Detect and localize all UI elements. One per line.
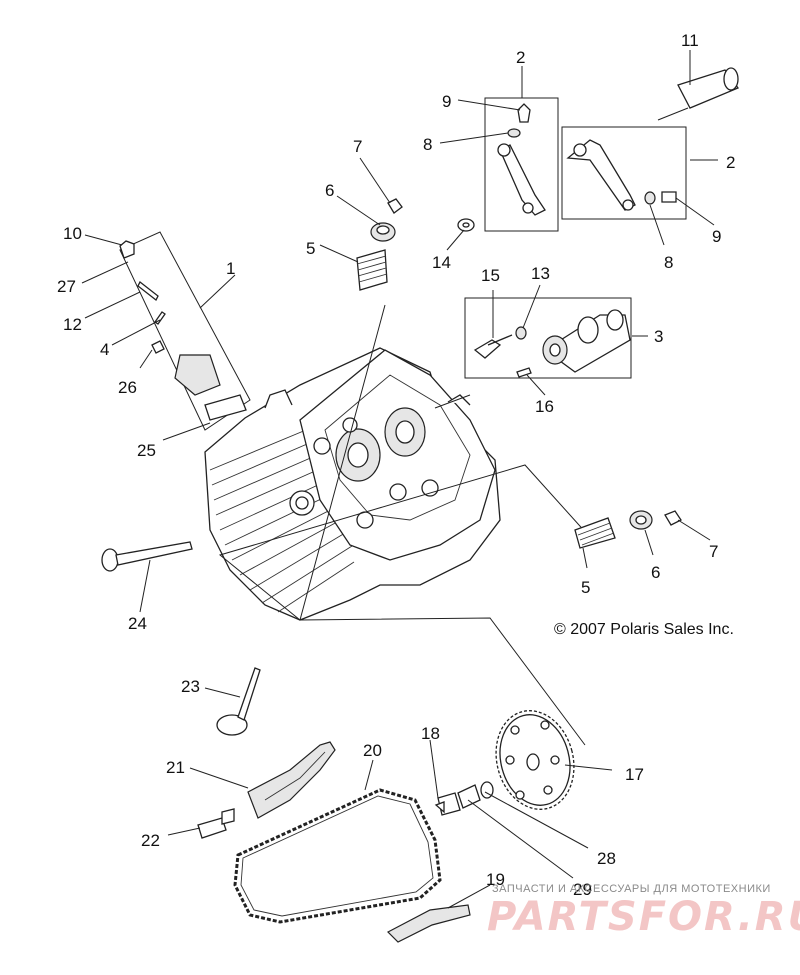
cam-chain-20 [233, 788, 442, 924]
callout-3: 3 [654, 327, 663, 346]
callout-2-upper: 2 [516, 48, 525, 67]
callout-15: 15 [481, 266, 500, 285]
chain-tensioner-21 [247, 741, 336, 819]
callout-22: 22 [141, 831, 160, 850]
callout-7-upper: 7 [353, 137, 362, 156]
callout-21: 21 [166, 758, 185, 777]
callout-11: 11 [681, 31, 699, 50]
callout-26: 26 [118, 378, 137, 397]
sprocket-bolt-18 [434, 792, 461, 816]
valve-24 [101, 541, 193, 572]
rocker-shaft-11 [677, 67, 740, 109]
callout-6-lower: 6 [651, 563, 660, 582]
cylinder-head [204, 347, 501, 621]
callout-29: 29 [573, 880, 592, 899]
valve-spring-upper [356, 198, 403, 291]
callout-5-upper: 5 [306, 239, 315, 258]
callout-1: 1 [226, 259, 235, 278]
callout-18: 18 [421, 724, 440, 743]
watermark-brand: PARTSFOR.RU [487, 894, 800, 940]
callout-14: 14 [432, 253, 451, 272]
callout-8-lower: 8 [664, 253, 673, 272]
callout-9-lower: 9 [712, 227, 721, 246]
watermark-tagline: ЗАПЧАСТИ И АКСЕССУАРЫ ДЛЯ МОТОТЕХНИКИ [492, 883, 771, 895]
spacer-29 [457, 784, 481, 809]
valve-23 [216, 667, 261, 736]
callout-25: 25 [137, 441, 156, 460]
callout-24: 24 [128, 614, 147, 633]
callout-8-upper: 8 [423, 135, 432, 154]
callout-23: 23 [181, 677, 200, 696]
callout-13: 13 [531, 264, 550, 283]
callout-20: 20 [363, 741, 382, 760]
cam-sprocket-17 [495, 710, 575, 810]
callout-17: 17 [625, 765, 644, 784]
callout-leaders [81, 50, 718, 909]
callout-10: 10 [63, 224, 82, 243]
callout-4: 4 [100, 340, 109, 359]
watermark-logo: ЗАПЧАСТИ И АКСЕССУАРЫ ДЛЯ МОТОТЕХНИКИ PA… [487, 883, 800, 940]
callout-5-lower: 5 [581, 578, 590, 597]
callout-12: 12 [63, 315, 82, 334]
washer-28 [480, 781, 494, 799]
callout-7-lower: 7 [709, 542, 718, 561]
rocker-arm-assy-right [561, 107, 689, 220]
callout-9-upper: 9 [442, 92, 451, 111]
copyright-notice: © 2007 Polaris Sales Inc. [554, 621, 734, 638]
callout-16: 16 [535, 397, 554, 416]
callout-28: 28 [597, 849, 616, 868]
callout-27: 27 [57, 277, 76, 296]
camshaft-assy [464, 297, 632, 379]
callout-labels: 1 2 2 3 4 5 5 6 6 7 7 8 8 9 9 10 11 12 1… [57, 31, 735, 899]
valve-spring-lower [574, 510, 682, 549]
callout-2-right: 2 [726, 153, 735, 172]
callout-6-upper: 6 [325, 181, 334, 200]
pivot-bolt-22 [197, 808, 235, 839]
callout-19: 19 [486, 870, 505, 889]
washer-14 [457, 218, 475, 232]
rocker-arm-assy-left [484, 97, 559, 232]
chain-guide-19 [386, 904, 471, 943]
